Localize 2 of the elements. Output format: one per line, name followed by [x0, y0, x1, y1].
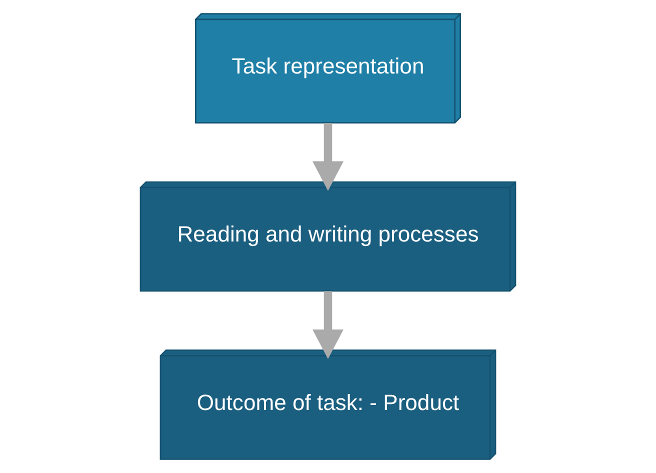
- arrow: [312, 291, 344, 360]
- arrow: [312, 122, 344, 191]
